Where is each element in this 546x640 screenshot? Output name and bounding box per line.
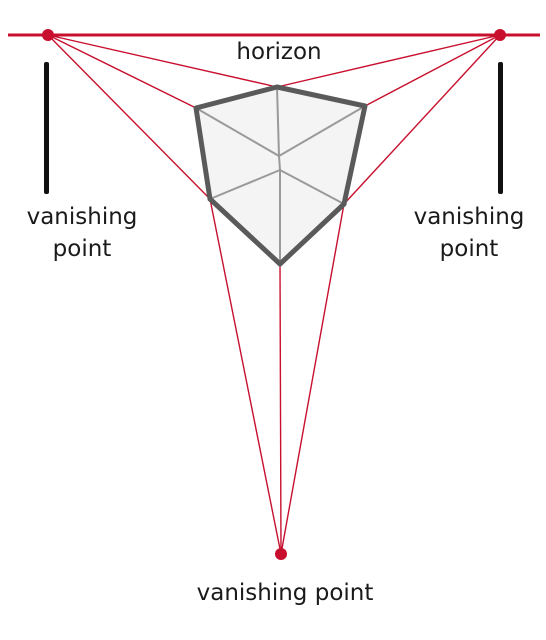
right-vp-label-line-2: point	[439, 236, 499, 262]
left-vanishing-point-label: vanishing point	[12, 201, 152, 265]
cube-inner-edges	[195, 86, 366, 265]
left-marker-bar	[44, 62, 49, 194]
bottom-vanishing-point-label: vanishing point	[196, 580, 374, 606]
cube-outer-edges	[193, 84, 368, 267]
right-vanishing-point-dot	[494, 29, 506, 41]
horizon-label: horizon	[236, 39, 322, 65]
left-vp-label-line-1: vanishing	[26, 204, 138, 230]
right-vp-construction-lines	[276, 34, 501, 205]
right-marker-bar	[498, 62, 503, 194]
left-vp-construction-lines	[47, 34, 278, 200]
left-vanishing-point-dot	[42, 29, 54, 41]
left-vp-label-line-2: point	[52, 236, 112, 262]
bottom-vanishing-point-dot	[275, 548, 287, 560]
right-vanishing-point-label: vanishing point	[399, 201, 539, 265]
right-vp-label-line-1: vanishing	[413, 204, 525, 230]
bottom-vp-construction-lines	[209, 198, 345, 555]
